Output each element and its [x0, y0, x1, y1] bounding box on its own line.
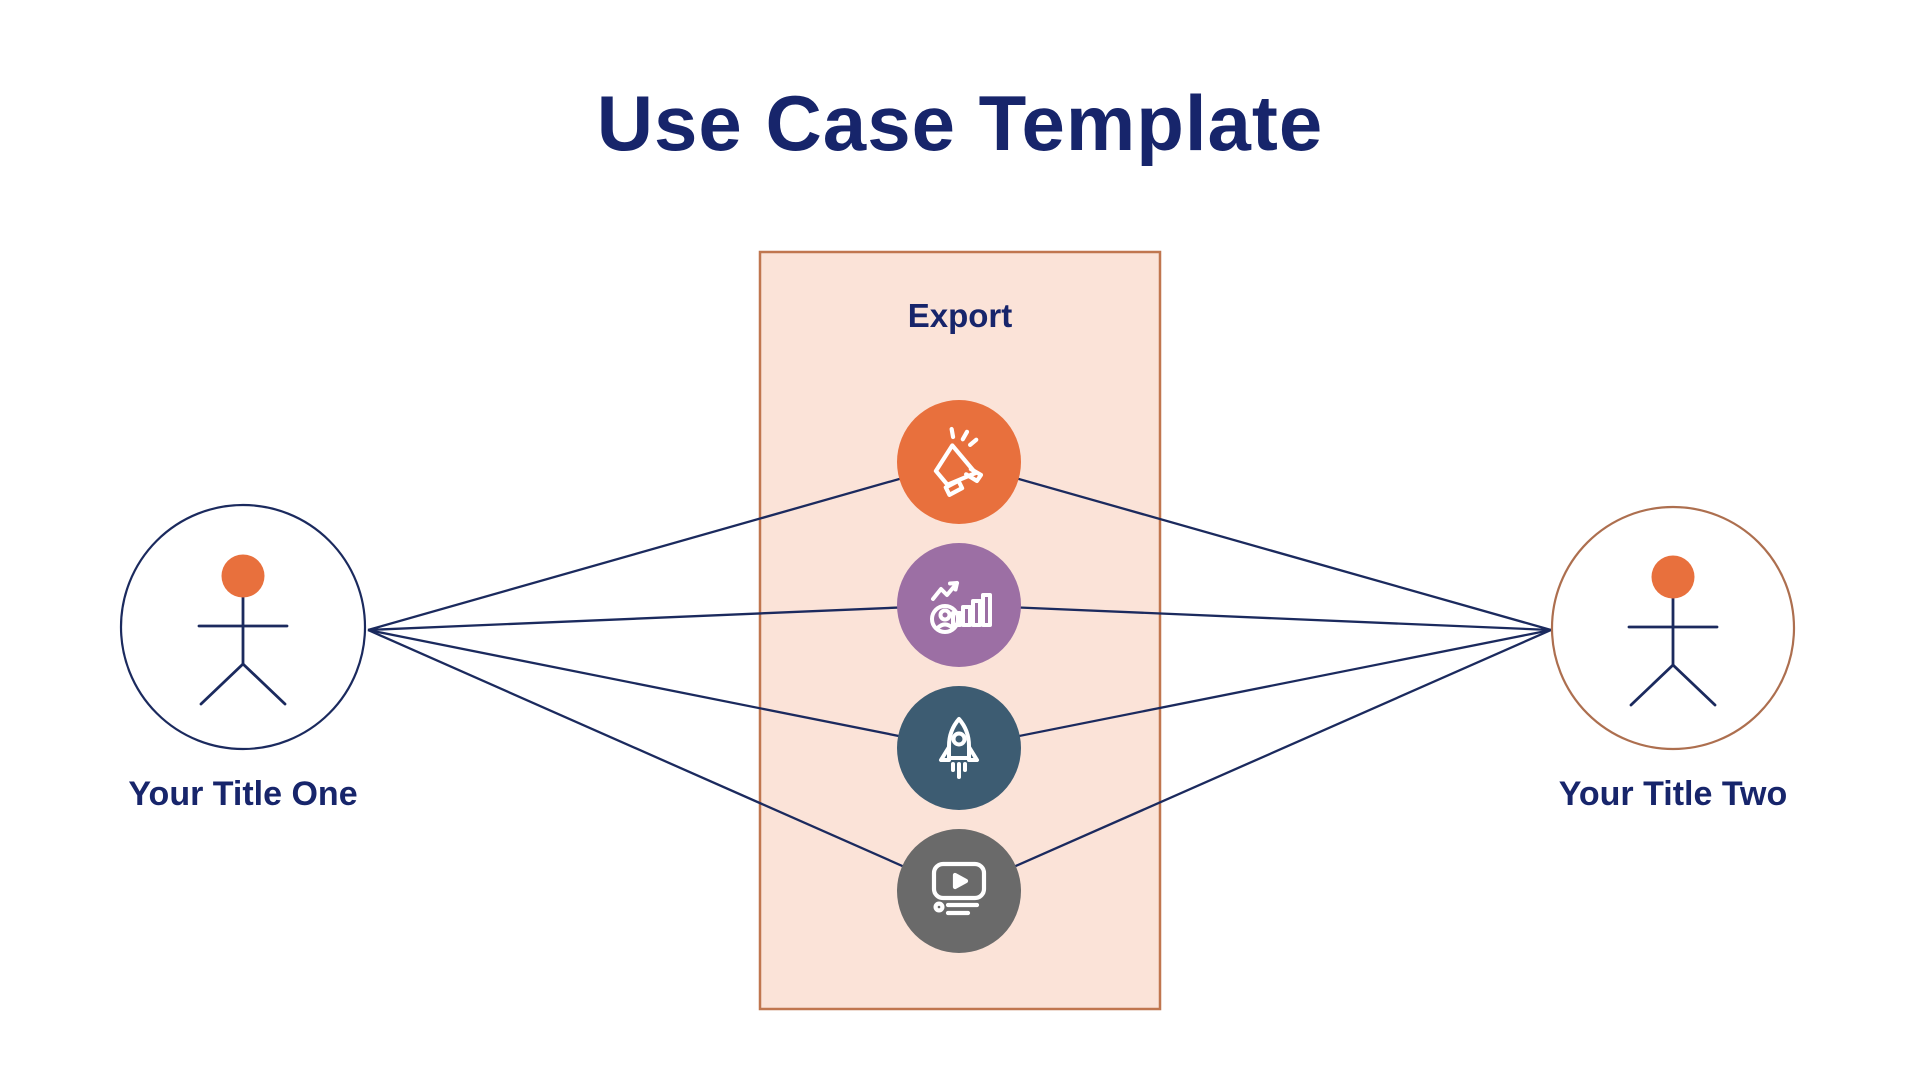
actor-one-label: Your Title One — [128, 775, 358, 813]
connector-line — [367, 628, 960, 893]
connector-line — [367, 460, 960, 632]
megaphone-icon — [933, 426, 984, 497]
use-case-node-growth-chart — [897, 543, 1021, 667]
connector-line — [367, 628, 960, 750]
actor-two-label: Your Title Two — [1558, 775, 1788, 813]
use-case-circle — [897, 686, 1021, 810]
actor-two — [1550, 505, 1796, 751]
actor-head — [221, 554, 265, 598]
connector-line — [958, 460, 1552, 632]
stick-figure — [1627, 596, 1719, 707]
actor-one — [119, 503, 367, 751]
video-player-icon — [931, 861, 987, 916]
use-case-circle — [897, 829, 1021, 953]
use-case-node-video-player — [897, 829, 1021, 953]
connector-lines — [367, 460, 1552, 893]
connector-line — [367, 603, 960, 632]
connector-line — [958, 628, 1552, 750]
connector-line — [958, 628, 1552, 893]
connector-line — [958, 603, 1552, 632]
page-title: Use Case Template — [596, 79, 1324, 167]
actor-head — [1651, 555, 1695, 599]
use-case-node-rocket — [897, 686, 1021, 810]
growth-chart-icon — [930, 581, 992, 634]
rocket-icon — [939, 717, 979, 779]
use-case-circle — [897, 543, 1021, 667]
stick-figure — [197, 595, 289, 706]
system-boundary-label: Export — [907, 297, 1013, 334]
use-case-circle — [897, 400, 1021, 524]
use-case-node-megaphone — [897, 400, 1021, 524]
